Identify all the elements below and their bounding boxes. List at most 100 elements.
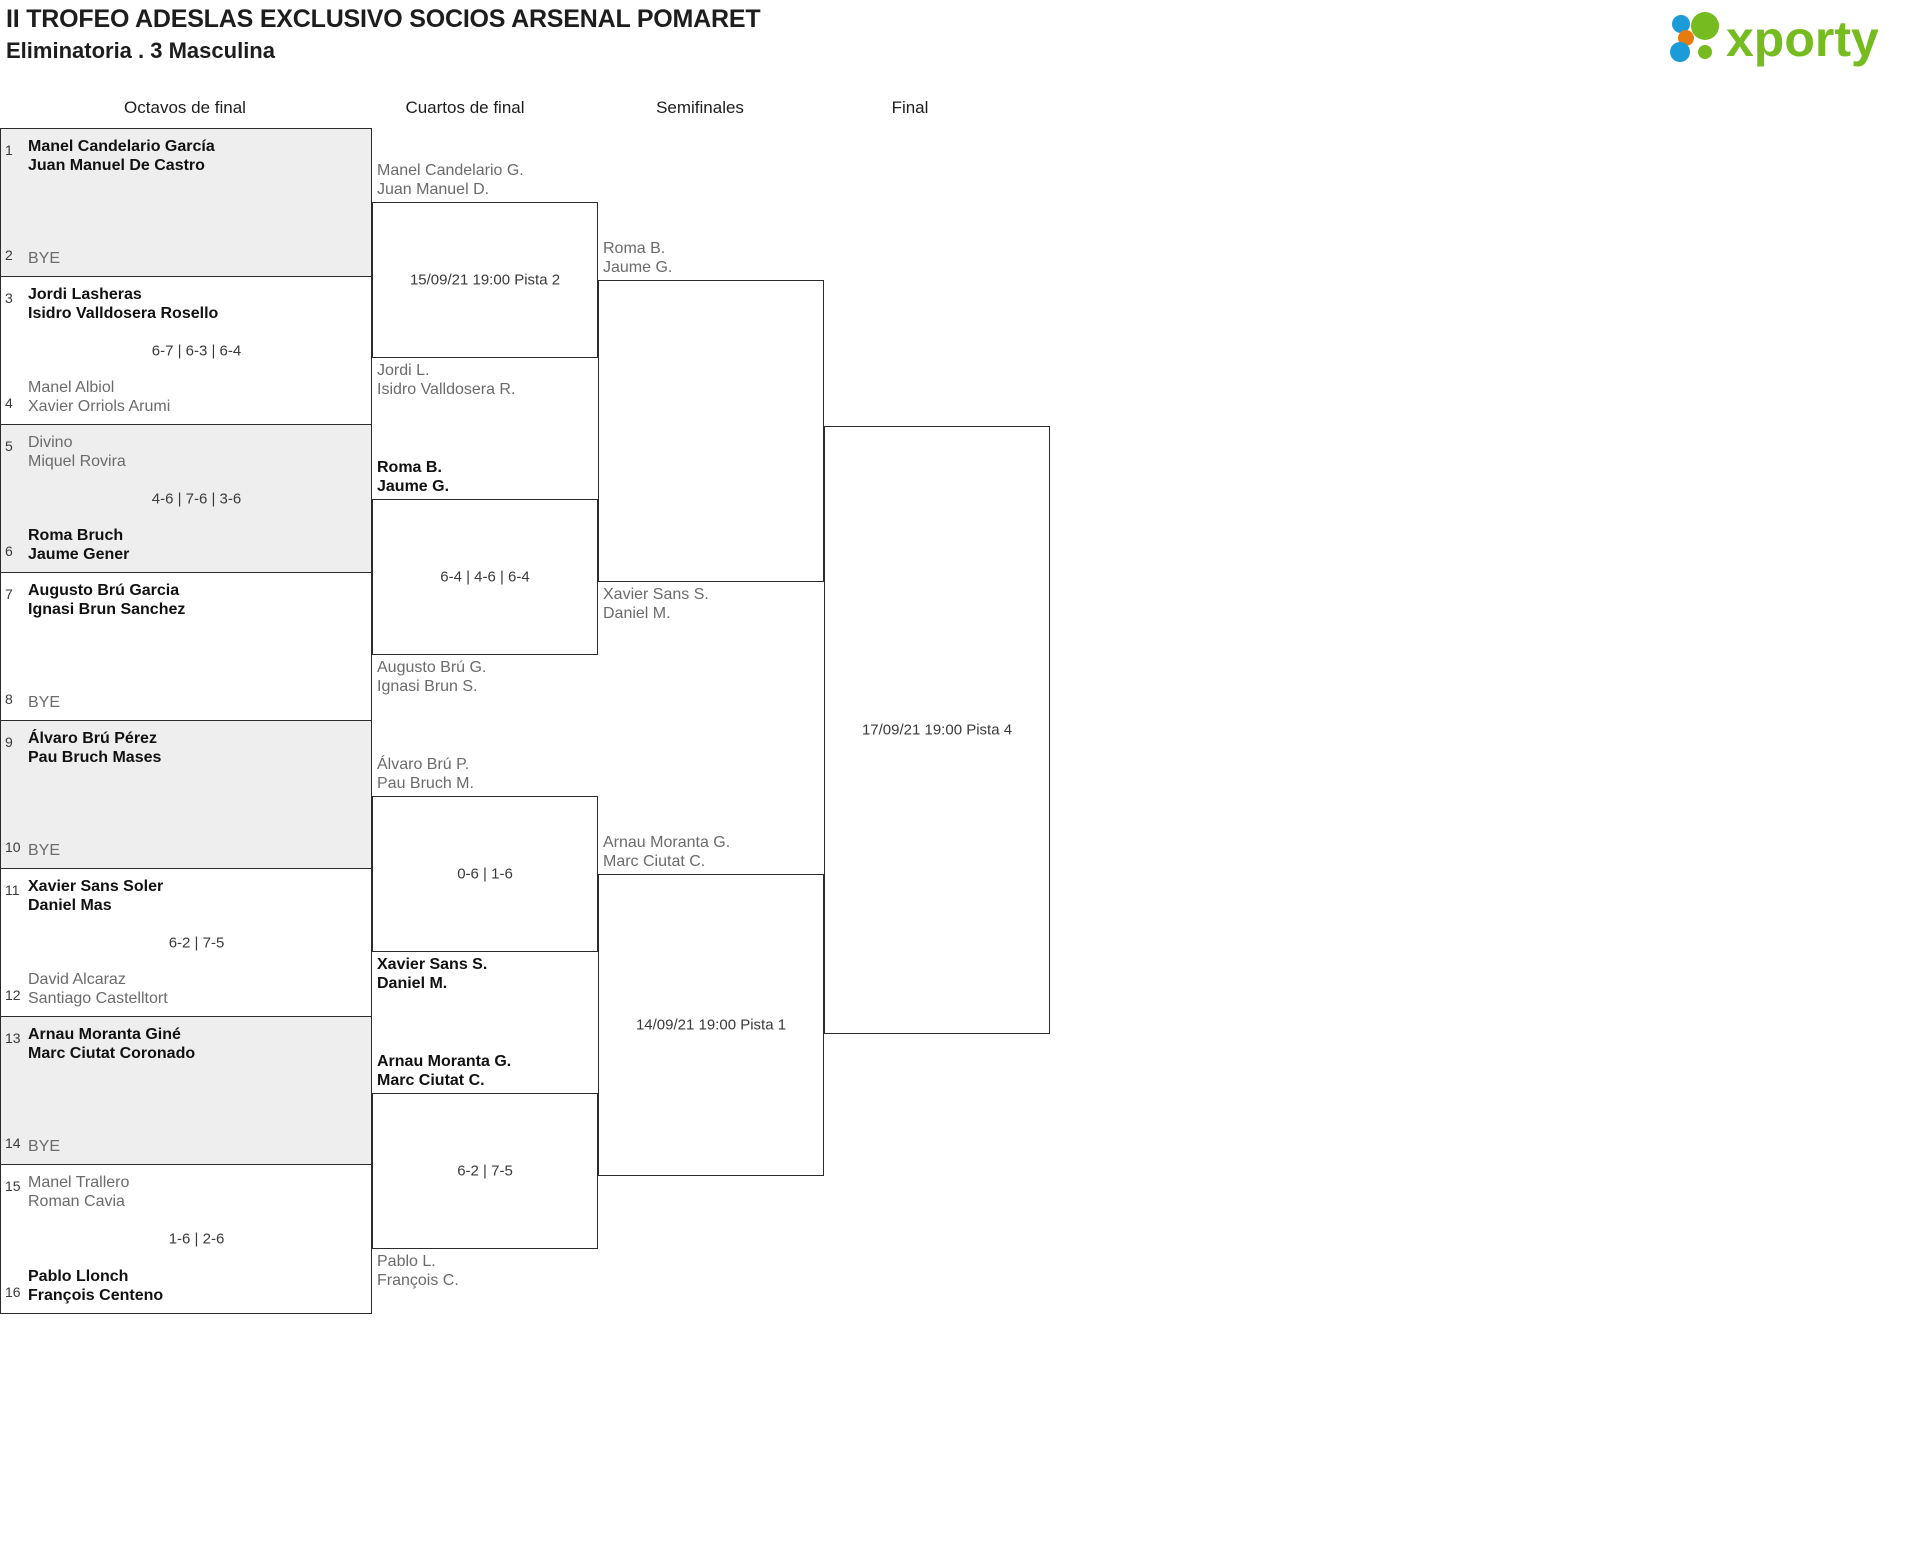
round1-match-5[interactable]: 9 Álvaro Brú Pérez Pau Bruch Mases 10 BY… (1, 721, 371, 869)
team-line: Daniel M. (377, 975, 448, 992)
team-line: Manel Trallero (28, 1174, 130, 1191)
round3-match-1[interactable]: Roma B. Jaume G. Xavier Sans S. Daniel M… (598, 240, 824, 622)
match-score: 0-6 | 1-6 (457, 865, 513, 883)
team-line: Augusto Brú G. (377, 659, 487, 676)
team-slot-bottom: Xavier Sans S. Daniel M. (377, 955, 593, 993)
team-line: Santiago Castelltort (28, 990, 168, 1007)
team-line: Daniel M. (603, 605, 671, 622)
round2-match-3[interactable]: Álvaro Brú P. Pau Bruch M. 0-6 | 1-6 Xav… (372, 756, 598, 992)
team-slot-top: Arnau Moranta G. Marc Ciutat C. (377, 1052, 593, 1090)
team-slot-top: Manel Candelario García Juan Manuel De C… (28, 137, 365, 175)
team-line: Arnau Moranta G. (603, 834, 731, 851)
team-slot-bottom: BYE (28, 1137, 365, 1156)
team-line: Miquel Rovira (28, 453, 126, 470)
match-score: 4-6 | 7-6 | 3-6 (151, 490, 242, 507)
page-header: II TROFEO ADESLAS EXCLUSIVO SOCIOS ARSEN… (0, 0, 1920, 80)
match-info: 17/09/21 19:00 Pista 4 (861, 721, 1013, 739)
team-line: Roma B. (603, 240, 666, 257)
team-line: Pablo L. (377, 1253, 436, 1270)
team-line: Isidro Valldosera R. (377, 381, 516, 398)
round4-match-final[interactable]: 17/09/21 19:00 Pista 4 (824, 426, 1050, 1034)
team-line: Xavier Sans S. (603, 586, 709, 603)
round1-match-4[interactable]: 7 Augusto Brú Garcia Ignasi Brun Sanchez… (1, 573, 371, 721)
match-score: 6-7 | 6-3 | 6-4 (151, 342, 242, 359)
team-slot-bottom: Xavier Sans S. Daniel M. (603, 585, 819, 623)
page-subtitle: Eliminatoria . 3 Masculina (6, 38, 275, 63)
team-line: Ignasi Brun Sanchez (28, 601, 186, 618)
round-header-octavos: Octavos de final (124, 98, 246, 117)
team-line: Manel Candelario García (28, 138, 215, 155)
team-line: Divino (28, 434, 73, 451)
round1-match-1[interactable]: 1 Manel Candelario García Juan Manuel De… (1, 129, 371, 277)
seed-number: 9 (5, 734, 13, 750)
team-line: Pablo Llonch (28, 1268, 129, 1285)
team-slot-top: Álvaro Brú Pérez Pau Bruch Mases (28, 729, 365, 767)
round1-match-8[interactable]: 15 Manel Trallero Roman Cavia 16 Pablo L… (1, 1165, 371, 1313)
seed-number: 1 (5, 142, 13, 158)
team-line: Roma Bruch (28, 527, 124, 544)
team-line: Jaume G. (377, 478, 450, 495)
team-line: Roma B. (377, 459, 442, 476)
team-line: Álvaro Brú P. (377, 756, 470, 773)
logo-wordmark: xporty (1726, 11, 1879, 67)
xporty-logo[interactable]: xporty (1658, 4, 1908, 68)
team-line: Manel Albiol (28, 379, 115, 396)
round2-match-4[interactable]: Arnau Moranta G. Marc Ciutat C. 6-2 | 7-… (372, 1053, 598, 1289)
seed-number: 7 (5, 586, 13, 602)
team-slot-top: Manel Candelario G. Juan Manuel D. (377, 161, 593, 199)
team-line: BYE (28, 1138, 61, 1155)
team-line: BYE (28, 694, 61, 711)
team-line: François C. (377, 1272, 459, 1289)
round1-match-6[interactable]: 11 Xavier Sans Soler Daniel Mas 12 David… (1, 869, 371, 1017)
seed-number: 13 (5, 1030, 21, 1046)
round1-match-7[interactable]: 13 Arnau Moranta Giné Marc Ciutat Corona… (1, 1017, 371, 1165)
team-line: Arnau Moranta Giné (28, 1026, 181, 1043)
match-info: 15/09/21 19:00 Pista 2 (409, 271, 561, 289)
team-slot-top: Roma B. Jaume G. (377, 458, 593, 496)
team-line: Álvaro Brú Pérez (28, 730, 157, 747)
seed-number: 10 (5, 839, 21, 855)
team-line: Augusto Brú Garcia (28, 582, 180, 599)
round-header-final: Final (891, 98, 929, 117)
team-line: Xavier Sans S. (377, 956, 488, 973)
seed-number: 15 (5, 1178, 21, 1194)
seed-number: 6 (5, 543, 13, 559)
team-line: Jordi Lasheras (28, 286, 142, 303)
match-score: 1-6 | 2-6 (168, 1230, 225, 1248)
team-line: Jordi L. (377, 362, 430, 379)
match-score: 6-2 | 7-5 (168, 934, 225, 951)
team-slot-bottom: Jordi L. Isidro Valldosera R. (377, 361, 593, 399)
team-line: BYE (28, 842, 61, 859)
round1-match-2[interactable]: 3 Jordi Lasheras Isidro Valldosera Rosel… (1, 277, 371, 425)
round2-match-1[interactable]: Manel Candelario G. Juan Manuel D. 15/09… (372, 162, 598, 398)
logo-dot-orange (1678, 30, 1694, 46)
team-line: David Alcaraz (28, 971, 126, 988)
team-line: Manel Candelario G. (377, 162, 524, 179)
round1-match-3[interactable]: 5 Divino Miquel Rovira 6 Roma Bruch Jaum… (1, 425, 371, 573)
seed-number: 12 (5, 987, 21, 1003)
team-line: Daniel Mas (28, 897, 112, 914)
team-slot-bottom: Pablo Llonch François Centeno (28, 1267, 365, 1305)
team-slot-top: Arnau Moranta G. Marc Ciutat C. (603, 833, 819, 871)
seed-number: 4 (5, 395, 13, 411)
team-slot-top: Divino Miquel Rovira (28, 433, 365, 471)
round2-match-2[interactable]: Roma B. Jaume G. 6-4 | 4-6 | 6-4 Augusto… (372, 459, 598, 695)
team-slot-top: Xavier Sans Soler Daniel Mas (28, 877, 365, 915)
round3-match-2[interactable]: Arnau Moranta G. Marc Ciutat C. 14/09/21… (598, 834, 824, 1176)
match-score: 6-4 | 4-6 | 6-4 (440, 568, 530, 586)
team-slot-bottom: Roma Bruch Jaume Gener (28, 526, 365, 564)
team-slot-bottom: Augusto Brú G. Ignasi Brun S. (377, 658, 593, 696)
seed-number: 5 (5, 438, 13, 454)
team-slot-top: Roma B. Jaume G. (603, 239, 819, 277)
logo-dot-green-small (1698, 45, 1712, 59)
logo-dot-blue-top (1672, 15, 1690, 33)
team-line: Marc Ciutat Coronado (28, 1045, 196, 1062)
seed-number: 11 (5, 882, 20, 898)
seed-number: 14 (5, 1135, 21, 1151)
team-line: Pau Bruch Mases (28, 749, 162, 766)
team-line: Juan Manuel D. (377, 181, 490, 198)
seed-number: 16 (5, 1284, 21, 1300)
team-slot-top: Manel Trallero Roman Cavia (28, 1173, 365, 1211)
team-line: Ignasi Brun S. (377, 678, 478, 695)
round1-column: 1 Manel Candelario García Juan Manuel De… (0, 128, 372, 1314)
